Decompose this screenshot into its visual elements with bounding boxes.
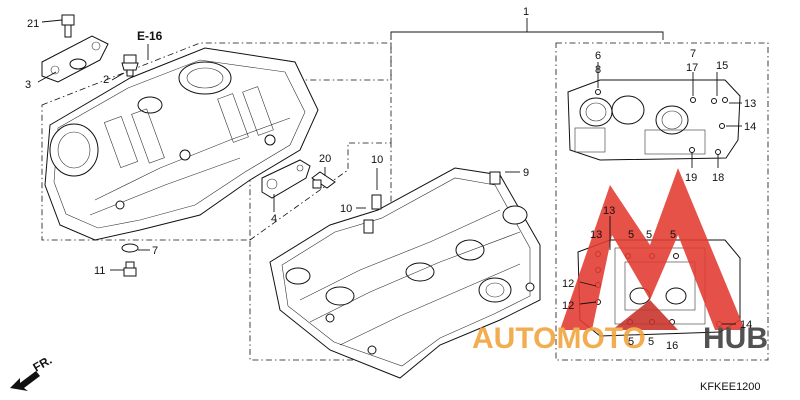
callout-12-b: 12	[562, 300, 574, 312]
callout-14-bottom: 14	[740, 319, 752, 331]
callout-14-top: 14	[744, 121, 756, 133]
part-2-sensor	[121, 54, 139, 77]
callout-10-top: 10	[371, 154, 383, 166]
callout-5-e: 5	[648, 336, 654, 348]
callout-18: 18	[712, 172, 724, 184]
watermark-hub-text: HUB	[703, 322, 768, 355]
callout-4: 4	[271, 213, 277, 225]
callout-5-b: 5	[646, 229, 652, 241]
upper-bolt-layout	[567, 79, 741, 161]
part-4-bracket	[261, 159, 311, 199]
part-20-bolt	[311, 171, 336, 189]
front-direction-indicator: FR.	[10, 353, 54, 391]
part-21-bolt	[61, 14, 75, 38]
part-7-washer	[121, 243, 139, 253]
leader-lines	[37, 19, 742, 325]
callout-5-c: 5	[670, 229, 676, 241]
part-3-plate	[41, 35, 109, 83]
callout-10-mid: 10	[340, 203, 352, 215]
callout-19: 19	[685, 172, 697, 184]
callout-5-a: 5	[628, 229, 634, 241]
lower-crankcase	[269, 167, 541, 379]
callout-1: 1	[523, 6, 529, 18]
watermark-red-shape	[560, 168, 745, 330]
callout-6: 6	[595, 50, 601, 62]
front-arrow-icon	[10, 371, 40, 391]
watermark-inner-shape	[612, 300, 678, 330]
callout-3: 3	[25, 79, 31, 91]
callout-9: 9	[523, 167, 529, 179]
callout-7-right: 7	[690, 48, 696, 60]
callout-13-left: 13	[590, 229, 602, 241]
callout-13-top: 13	[603, 205, 615, 217]
upper-crankcase	[44, 47, 319, 241]
callout-16: 16	[666, 340, 678, 352]
callout-21: 21	[27, 18, 39, 30]
callout-labels: 1 21 3 2 E-16 4 20 7 11 10 10 9 6 8 7 17…	[25, 6, 756, 352]
watermark-auto-text: AUTOMOTO	[472, 322, 646, 355]
callout-13-right: 13	[744, 98, 756, 110]
callout-7-left: 7	[152, 245, 158, 257]
watermark-logo: AUTOMOTO HUB	[472, 168, 768, 355]
diagram-code: KFKEE1200	[700, 381, 761, 393]
callout-15: 15	[716, 60, 728, 72]
callout-8: 8	[595, 64, 601, 76]
front-label: FR.	[31, 353, 55, 375]
ref-e16-label: E-16	[137, 29, 163, 43]
callout-12-a: 12	[562, 278, 574, 290]
callout-11: 11	[94, 265, 105, 277]
group-bracket	[390, 18, 664, 40]
callout-17: 17	[686, 62, 698, 74]
callout-5-d: 5	[628, 336, 634, 348]
bolt-layout-enclosure	[555, 42, 769, 361]
callout-20: 20	[319, 153, 331, 165]
part-11-bolt	[123, 261, 137, 277]
callout-2: 2	[103, 74, 109, 86]
upper-crankcase-enclosure	[41, 42, 392, 241]
